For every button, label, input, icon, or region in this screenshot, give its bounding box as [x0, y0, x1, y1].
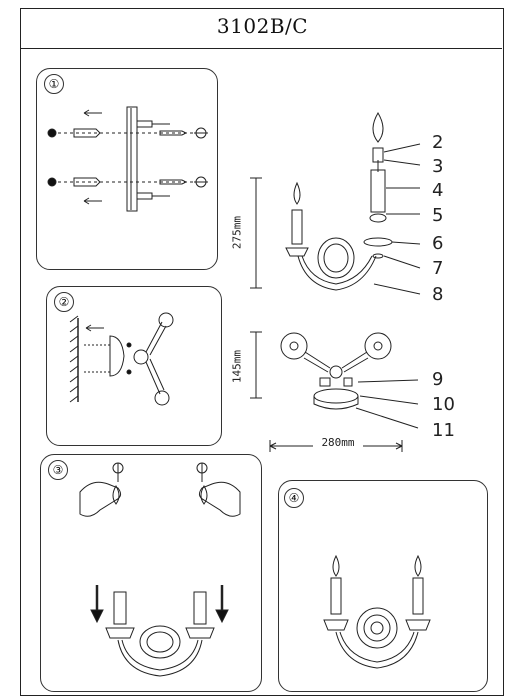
hand-icon: [79, 481, 122, 517]
backplate-icon: [109, 335, 125, 377]
cup-icon: [154, 390, 170, 406]
mounting-plate-icon: [126, 106, 138, 212]
hub-icon: [329, 365, 343, 379]
socket-icon: [372, 147, 384, 163]
callout-11: 11: [432, 420, 455, 441]
dimension-height-side: 275mm: [230, 215, 244, 250]
hub-icon: [133, 349, 149, 365]
step-1-panel: [36, 68, 218, 270]
callout-5: 5: [432, 205, 444, 226]
callout-7: 7: [432, 258, 444, 279]
cup-icon: [364, 332, 392, 360]
dimension-width: 280mm: [313, 436, 363, 449]
step-3-panel: [40, 454, 262, 692]
wall-hatch: [69, 315, 79, 403]
title-divider: [20, 48, 502, 49]
side-view-drawing: [250, 112, 421, 295]
arrow-left-icon: [83, 197, 102, 205]
wall-plug-icon: [73, 128, 101, 138]
bulb-icon: [332, 554, 340, 577]
step-3-number: ③: [48, 460, 68, 480]
candle-sleeve-icon: [370, 169, 386, 213]
hand-icon: [198, 481, 241, 517]
callout-4: 4: [432, 180, 444, 201]
arrow-left-icon: [83, 109, 102, 117]
callout-2: 2: [432, 132, 444, 153]
step-2-number: ②: [54, 292, 74, 312]
screw-icon: [159, 130, 188, 136]
bulb-icon: [414, 554, 422, 577]
candle-sleeve-icon: [330, 577, 342, 615]
bulb-icon: [293, 181, 301, 205]
candle-sleeve-icon: [193, 591, 207, 625]
step-4-number: ④: [284, 488, 304, 508]
step-1-number: ①: [44, 74, 64, 94]
arrow-down-icon: [90, 609, 104, 624]
cup-icon: [280, 332, 308, 360]
bulb-icon: [372, 112, 384, 143]
arrow-left-icon: [85, 324, 104, 332]
arrow-down-icon: [215, 609, 229, 624]
candle-sleeve-icon: [291, 209, 303, 245]
callout-6: 6: [432, 233, 444, 254]
step-2-panel: [46, 286, 222, 446]
drip-cup-icon: [363, 237, 393, 247]
callout-10: 10: [432, 394, 455, 415]
step-2-drawing: [69, 312, 174, 406]
wall-plug-icon: [73, 177, 101, 187]
step-4-drawing: [323, 554, 431, 669]
callout-9: 9: [432, 369, 444, 390]
model-title: 3102B/C: [216, 14, 309, 38]
screw-icon: [159, 179, 188, 185]
callout-8: 8: [432, 284, 444, 305]
outer-frame: [20, 8, 504, 696]
top-view-drawing: [250, 331, 419, 452]
drill-hole-icon: [47, 177, 57, 187]
candle-sleeve-icon: [113, 591, 127, 625]
drill-hole-icon: [47, 128, 57, 138]
callout-3: 3: [432, 156, 444, 177]
candle-sleeve-icon: [412, 577, 424, 615]
backplate-icon: [313, 388, 359, 404]
step-4-panel: [278, 480, 488, 692]
step-3-drawing: [79, 462, 241, 677]
step-1-drawing: [47, 106, 208, 212]
cup-icon: [158, 312, 174, 328]
dimension-height-top: 145mm: [230, 349, 244, 384]
